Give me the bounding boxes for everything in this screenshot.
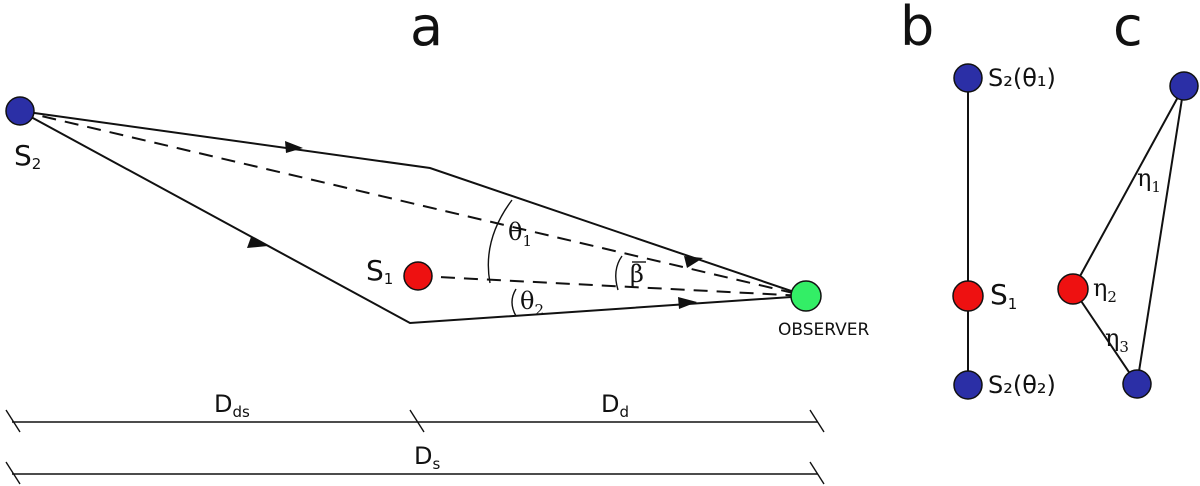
panel-b: S₂(θ₁) S1 S₂(θ₂) <box>952 63 1056 400</box>
tick-upper-mid <box>409 409 425 433</box>
dist-s-label: Ds <box>414 442 440 473</box>
arrow-upper-ray-2 <box>684 256 703 268</box>
source-s1-label: S1 <box>366 254 393 288</box>
lens-axis-dashed-line <box>417 275 807 297</box>
apparent-direction-dashed-line <box>19 110 807 297</box>
image-bottom-dot <box>1122 369 1152 399</box>
eta3-label: η3 <box>1105 324 1129 356</box>
panel-a-letter: a <box>410 0 443 58</box>
eta1-label: η1 <box>1137 164 1161 196</box>
theta1-label: θ1 <box>508 218 532 250</box>
image-s2-theta2-label: S₂(θ₂) <box>988 371 1056 399</box>
tick-lower-right <box>809 461 825 485</box>
beta-label: β <box>630 260 644 288</box>
arrow-lower-ray-2 <box>678 297 697 309</box>
tick-upper-right <box>809 409 825 433</box>
triangle-outline <box>1071 85 1185 387</box>
dist-d-label: Dd <box>601 390 629 421</box>
panel-c: η1 η2 η3 <box>1057 71 1199 399</box>
source-s2-label: S2 <box>14 139 41 173</box>
panel-a: θ1 θ2 β S2 S1 OBSERVER Dds Dd Ds <box>5 96 870 485</box>
arrow-upper-ray-1 <box>285 141 303 153</box>
lens-s1-label-b: S1 <box>990 278 1017 313</box>
upper-light-ray <box>19 110 807 297</box>
eta2-label: η2 <box>1093 274 1117 306</box>
image-top-dot <box>1169 71 1199 101</box>
image-s2-theta1-label: S₂(θ₁) <box>988 64 1056 92</box>
tick-lower-left <box>5 461 21 485</box>
beta-arc <box>615 255 623 291</box>
panel-c-letter: c <box>1113 0 1143 58</box>
lower-light-ray <box>19 110 807 325</box>
dist-ds-label: Dds <box>214 390 250 421</box>
theta2-arc <box>511 288 517 317</box>
lens-s1-dot-b <box>952 280 984 312</box>
theta2-label: θ2 <box>520 287 544 319</box>
source-s2-dot <box>5 96 35 126</box>
observer-label: OBSERVER <box>778 320 870 340</box>
image-s2-theta1-dot <box>953 63 983 93</box>
arrow-lower-ray-1 <box>247 237 268 248</box>
observer-dot <box>790 280 822 312</box>
lens-s1-dot <box>403 261 433 291</box>
tick-upper-left <box>5 409 21 433</box>
lens-s1-dot-c <box>1057 273 1089 305</box>
image-s2-theta2-dot <box>953 370 983 400</box>
theta1-arc <box>487 199 513 284</box>
panel-b-letter: b <box>900 0 934 58</box>
